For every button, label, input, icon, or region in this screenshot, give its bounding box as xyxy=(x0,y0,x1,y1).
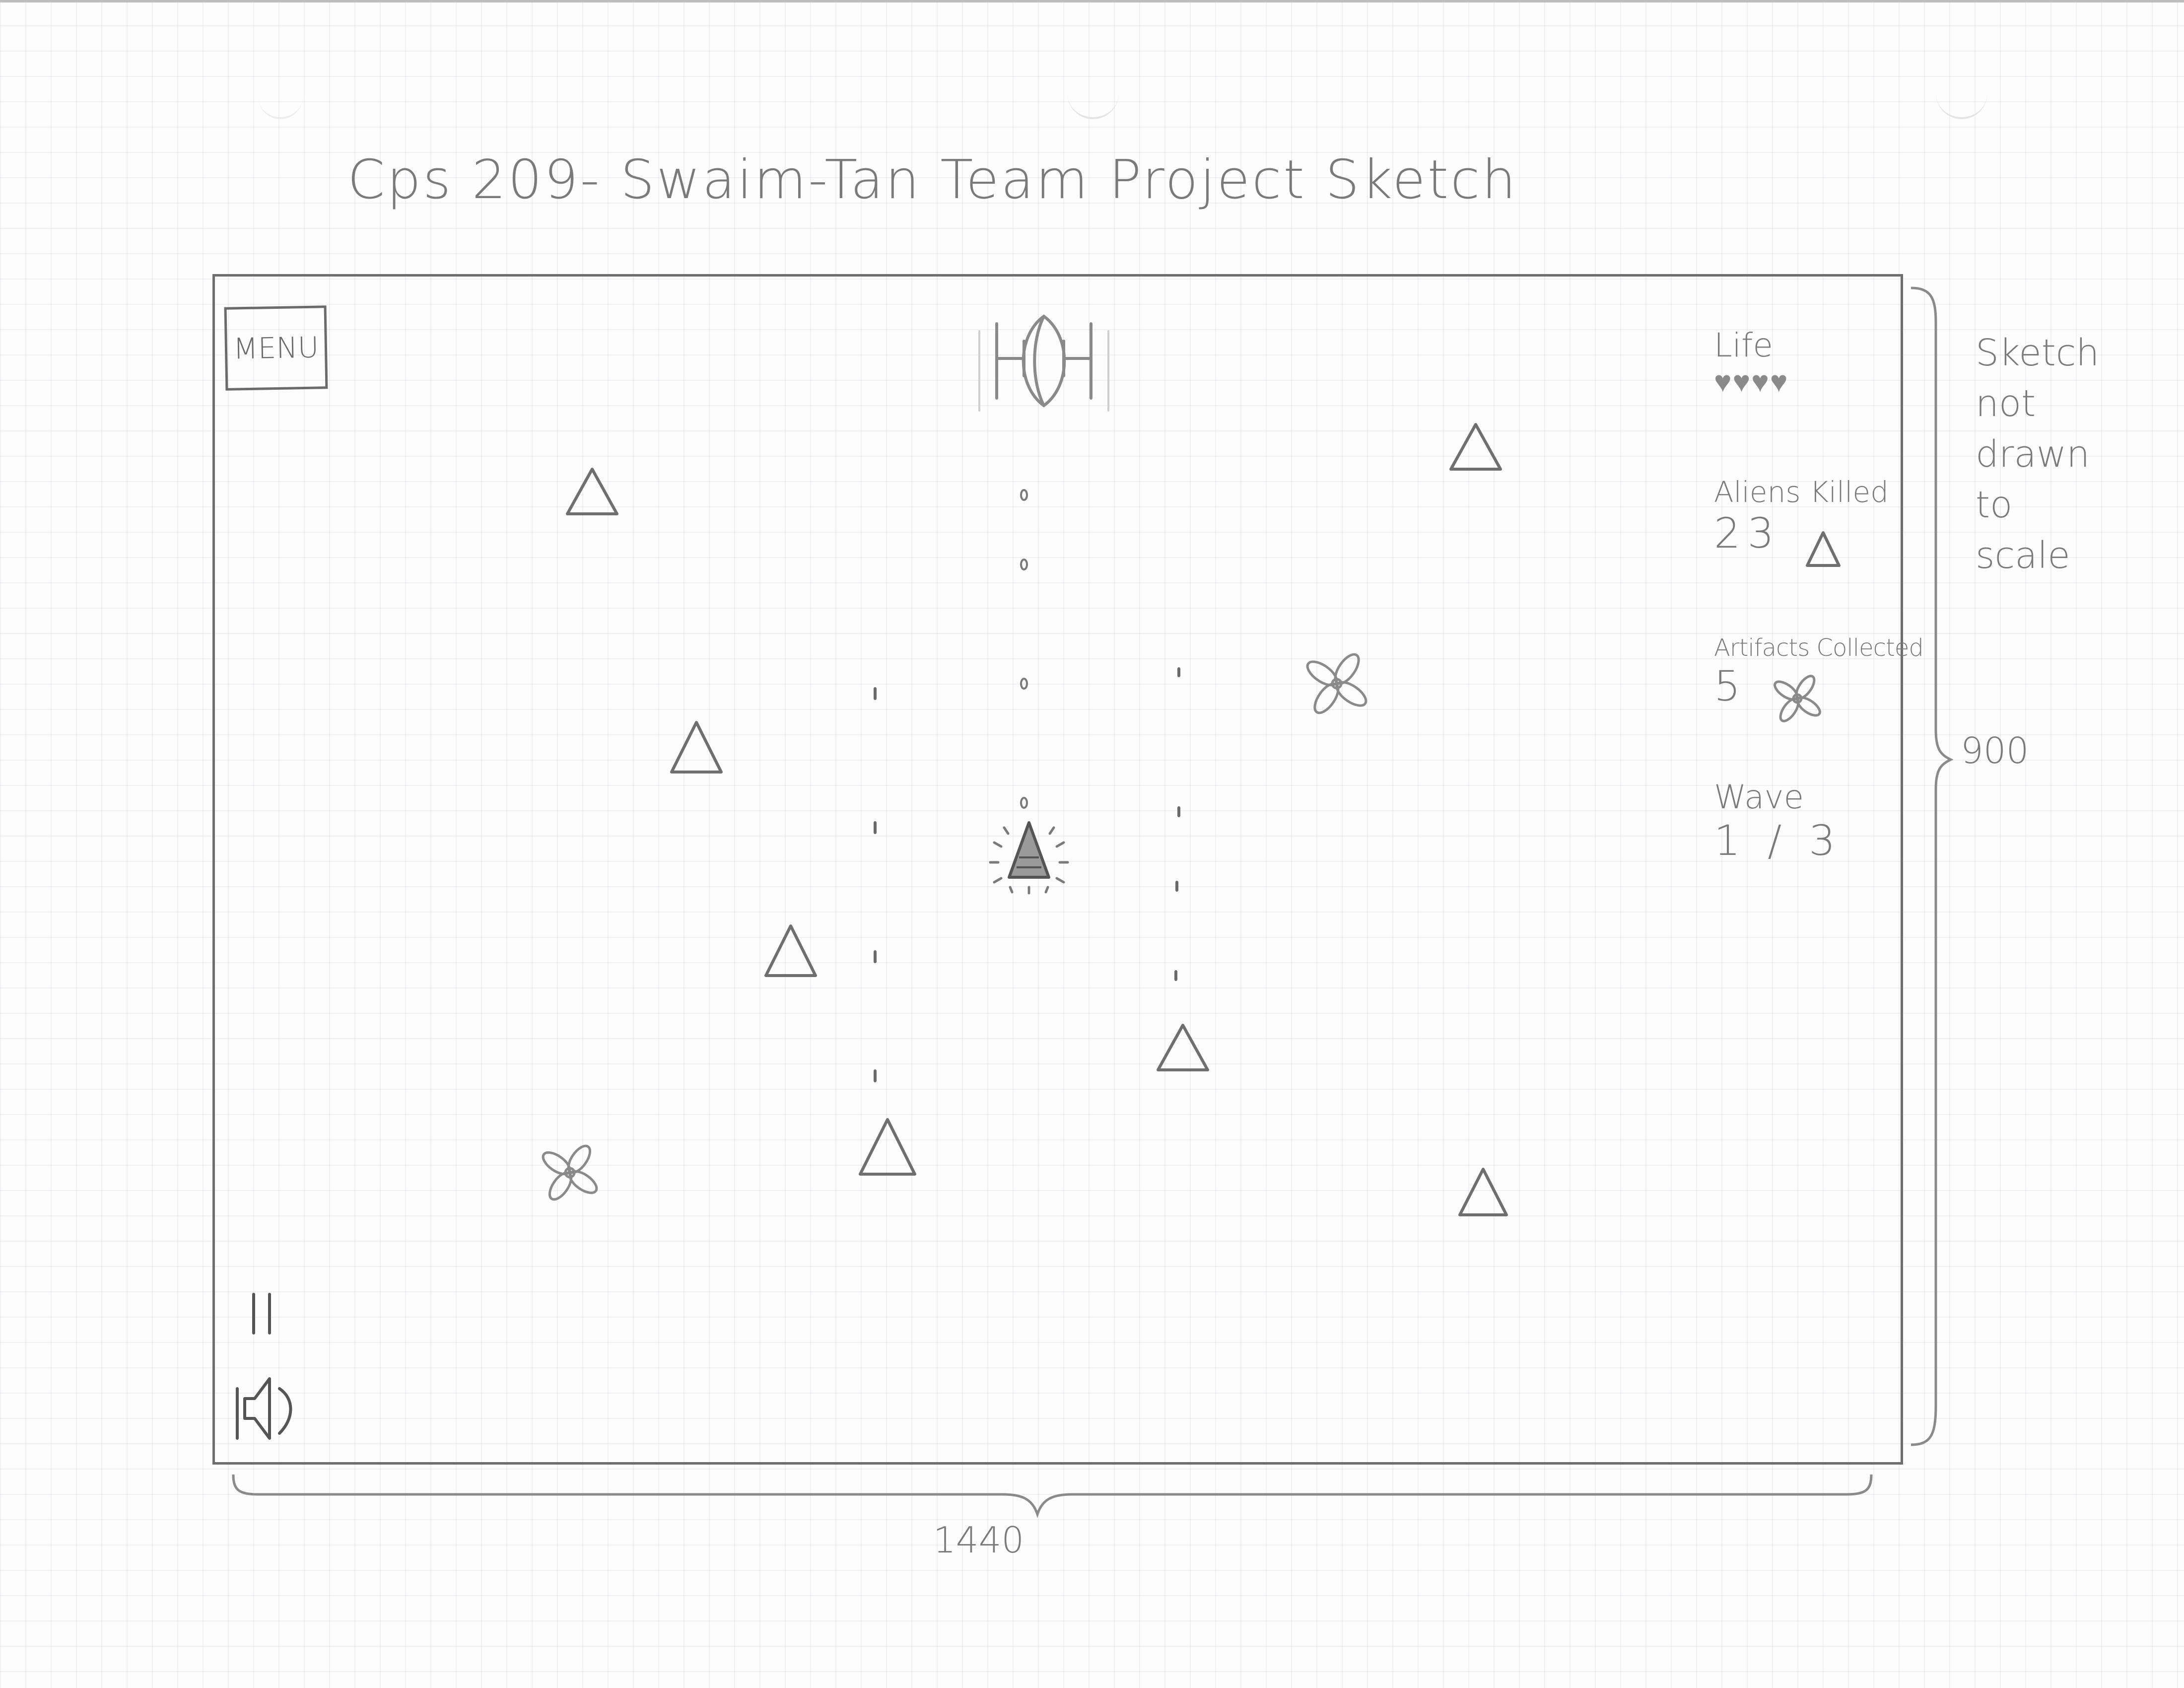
alien-icon xyxy=(670,721,723,774)
wave-label: Wave xyxy=(1714,778,1804,816)
enemy-projectiles xyxy=(1174,667,1180,981)
alien-icon xyxy=(1458,1168,1508,1216)
hud-artifacts: Artifacts Collected 5 xyxy=(1714,634,1924,710)
wave-value: 1 / 3 xyxy=(1714,816,1843,865)
mothership-icon xyxy=(978,314,1109,412)
enemy-projectiles xyxy=(1020,489,1028,809)
game-canvas: MENU Life ♥♥♥♥ Aliens Killed 23 Artifact… xyxy=(212,274,1924,1465)
artifacts-label: Artifacts Collected xyxy=(1714,634,1924,662)
height-label: 900 xyxy=(1961,730,2029,772)
punch-hole xyxy=(1936,70,1987,119)
scale-note-line: drawn xyxy=(1976,433,2090,476)
hud-life: Life ♥♥♥♥ xyxy=(1714,326,1789,399)
scale-note-line: not xyxy=(1976,382,2036,425)
alien-icon xyxy=(566,468,618,515)
punch-hole xyxy=(258,70,303,119)
scale-note-line: to xyxy=(1976,484,2013,526)
artifacts-value: 5 xyxy=(1714,662,1748,710)
menu-button[interactable]: MENU xyxy=(224,305,328,391)
alien-icon xyxy=(1806,531,1841,567)
punch-hole xyxy=(1067,70,1119,119)
hud-wave: Wave 1 / 3 xyxy=(1714,778,1843,865)
height-brace xyxy=(1911,286,1954,1446)
life-label: Life xyxy=(1714,326,1773,364)
pause-icon[interactable] xyxy=(245,1289,279,1339)
alien-icon xyxy=(1449,423,1502,471)
alien-icon xyxy=(764,924,817,977)
aliens-killed-value: 23 xyxy=(1714,509,1781,558)
aliens-killed-label: Aliens Killed xyxy=(1714,475,1889,509)
page-top-rule xyxy=(0,0,2184,2)
enemy-projectiles xyxy=(874,687,877,1082)
width-label: 1440 xyxy=(933,1519,1024,1561)
width-brace xyxy=(232,1474,1873,1518)
scale-note: Sketch not drawn to scale xyxy=(1976,328,2099,581)
scale-note-line: scale xyxy=(1976,534,2070,577)
alien-icon xyxy=(1157,1024,1209,1071)
artifact-icon xyxy=(542,1144,598,1201)
life-hearts: ♥♥♥♥ xyxy=(1714,364,1789,399)
player-ship-icon xyxy=(989,821,1069,895)
scale-note-line: Sketch xyxy=(1976,332,2100,374)
artifact-icon xyxy=(1306,653,1367,714)
alien-icon xyxy=(859,1118,916,1176)
artifact-icon xyxy=(1774,675,1821,722)
sketch-title: Cps 209- Swaim-Tan Team Project Sketch xyxy=(347,149,1518,211)
speaker-icon[interactable] xyxy=(235,1369,304,1448)
hud-aliens-killed: Aliens Killed 23 xyxy=(1714,475,1889,558)
